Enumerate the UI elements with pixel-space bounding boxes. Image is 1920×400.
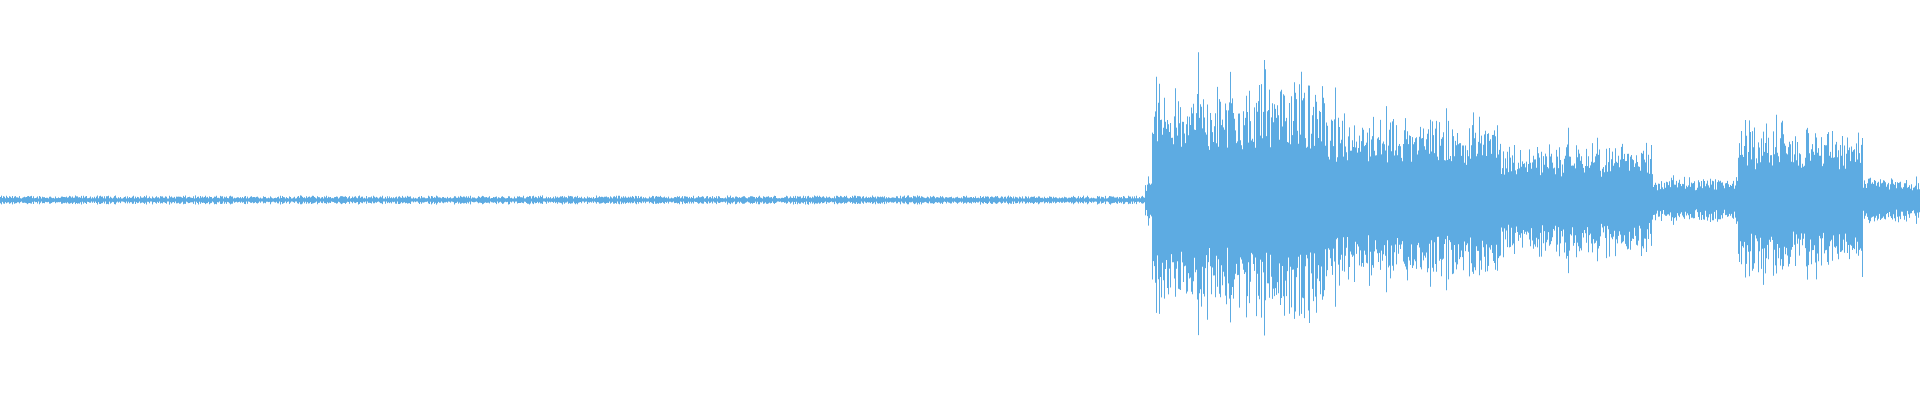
waveform-bars [0, 52, 1920, 336]
